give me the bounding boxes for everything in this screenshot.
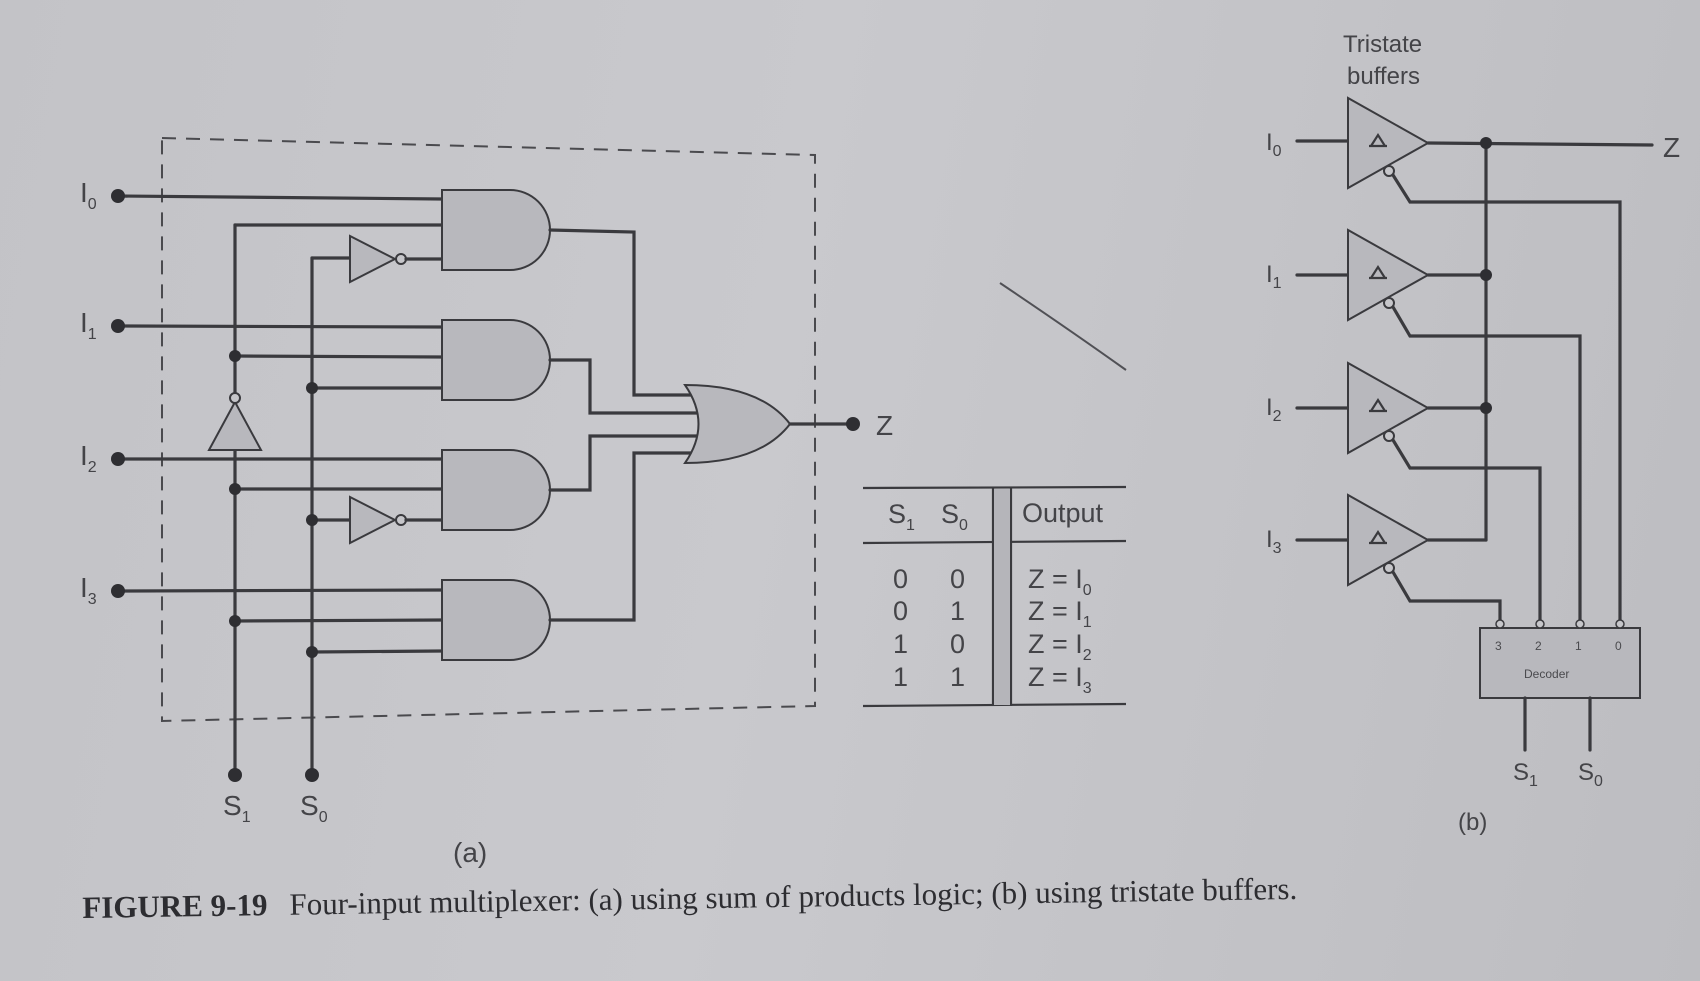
table-row: 1 — [893, 662, 908, 692]
figure-number: FIGURE 9-19 — [82, 887, 268, 925]
part-b-label: (b) — [1458, 809, 1487, 836]
table-row: 0 — [893, 596, 908, 626]
select-label-s0: S0 — [300, 790, 328, 826]
svg-text:Z = I0: Z = I0 — [1028, 564, 1092, 599]
table-header-output: Output — [1022, 498, 1104, 528]
input-label-i1-b: I1 — [1266, 261, 1282, 292]
output-label-z: Z — [876, 410, 893, 441]
svg-text:Z = I1: Z = I1 — [1028, 596, 1092, 631]
tristate-buffer-0 — [1347, 96, 1431, 190]
input-label-i2-b: I2 — [1266, 394, 1282, 425]
table-header-s1: S1 — [888, 499, 915, 534]
and-gate-1 — [441, 319, 551, 401]
input-label-i3: I3 — [80, 572, 97, 608]
tristate-title-line2: buffers — [1347, 63, 1420, 90]
pen-mark — [999, 282, 1127, 371]
table-row: 0 — [893, 564, 908, 594]
input-label-i3-b: I3 — [1266, 526, 1282, 557]
input-label-i1: I1 — [80, 307, 97, 343]
s0-inverter-bottom — [349, 495, 398, 545]
input-label-i0-b: I0 — [1266, 129, 1282, 160]
table-header-s0: S0 — [941, 499, 968, 534]
select-label-s1-b: S1 — [1513, 759, 1538, 790]
input-label-i2: I2 — [80, 440, 97, 476]
svg-text:0: 0 — [950, 564, 965, 594]
input-label-i0: I0 — [80, 177, 97, 213]
dashed-boundary — [161, 136, 816, 723]
and-gate-0 — [441, 189, 551, 271]
svg-text:1: 1 — [950, 596, 965, 626]
tristate-buffer-2 — [1347, 361, 1431, 455]
svg-text:1: 1 — [950, 662, 965, 692]
table-row: 1 — [893, 629, 908, 659]
decoder-pin-1: 1 — [1575, 639, 1582, 653]
truth-table: S1 S0 Output 0 0 Z = I0 0 1 Z = I1 1 0 Z… — [862, 485, 1127, 708]
input-line-i1 — [116, 324, 444, 329]
sop-multiplexer-circuit: Z I0 I1 I2 I3 S1 S0 (a) — [80, 136, 893, 868]
select-label-s1: S1 — [223, 790, 251, 826]
s0-inverter-top — [349, 234, 398, 284]
svg-text:0: 0 — [950, 629, 965, 659]
output-label-z-b: Z — [1663, 132, 1680, 163]
and-gate-3 — [441, 579, 551, 661]
svg-text:Z = I3: Z = I3 — [1028, 662, 1092, 697]
tristate-buffer-3 — [1347, 493, 1431, 587]
or-gate — [683, 383, 792, 465]
part-a-label: (a) — [453, 837, 487, 868]
s1-inverter — [207, 399, 263, 451]
input-line-i0 — [116, 194, 444, 201]
and-gate-2 — [441, 449, 551, 531]
tristate-title-line1: Tristate — [1343, 31, 1422, 58]
select-label-s0-b: S0 — [1578, 759, 1603, 790]
decoder-pin-3: 3 — [1495, 639, 1502, 653]
tristate-multiplexer-circuit: Tristate buffers — [1266, 31, 1680, 836]
tristate-buffer-1 — [1347, 228, 1431, 322]
input-line-i3 — [116, 588, 444, 593]
decoder-pin-0: 0 — [1615, 639, 1622, 653]
decoder-label: Decoder — [1524, 667, 1569, 681]
decoder-block — [1479, 627, 1641, 699]
svg-text:Z = I2: Z = I2 — [1028, 629, 1092, 664]
decoder-pin-2: 2 — [1535, 639, 1542, 653]
